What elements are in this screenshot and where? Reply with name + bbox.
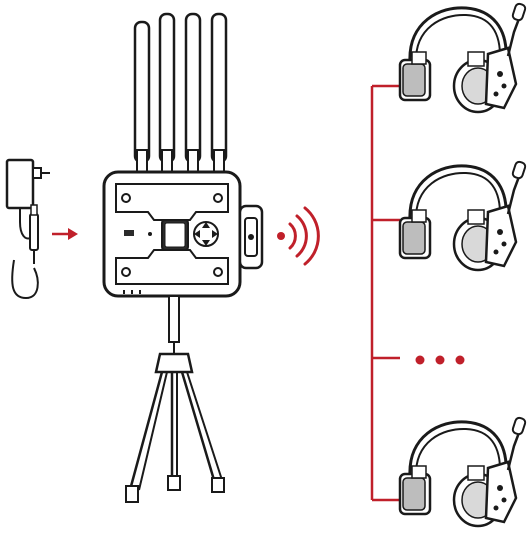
headset-icon [398,1,528,114]
arrow-right-icon [52,228,78,240]
ellipsis-icon [415,355,465,365]
antenna-array [133,12,228,173]
distribution-bracket [370,84,400,502]
wireless-signal-icon [277,206,320,266]
power-adapter-icon [5,158,50,300]
headset-icon [398,159,528,272]
navigation-pad-icon [193,221,219,247]
base-station-icon [102,12,264,298]
tripod-icon [125,295,225,503]
headset-icon [398,415,528,528]
